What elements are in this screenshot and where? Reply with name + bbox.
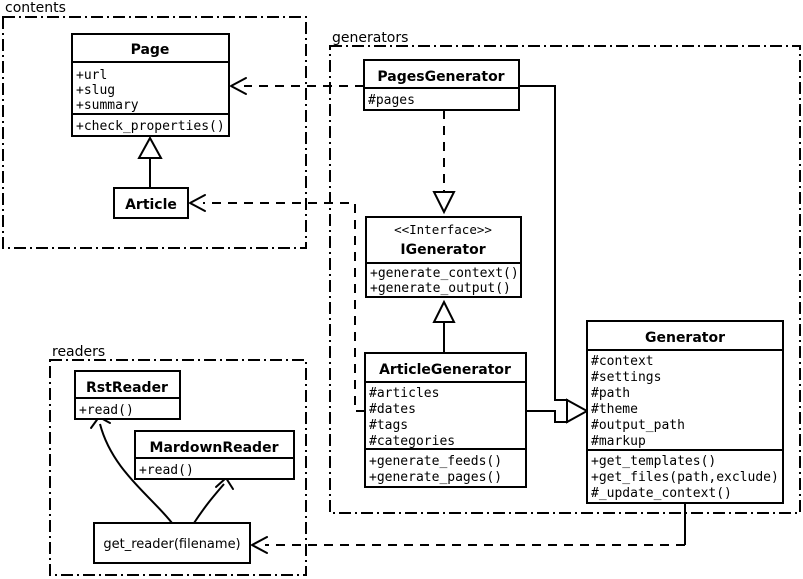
edge-articlegenerator-uses-article (189, 194, 365, 412)
open-arrow-head-icon (251, 536, 268, 554)
edge-article-inherits-page (137, 135, 163, 188)
class-rstreader-title: RstReader (86, 380, 168, 396)
package-contents-label: contents (5, 0, 66, 16)
package-contents-border (2, 16, 307, 249)
edge-articlegenerator-realizes-igenerator (432, 299, 456, 353)
class-articlegenerator-attribute: #tags (369, 418, 408, 433)
class-box-mardownreader[interactable]: MardownReader +read() (134, 430, 295, 480)
package-generators: generators (329, 30, 801, 514)
class-page-frame (71, 33, 230, 137)
class-generator-method: +get_templates() (591, 454, 716, 469)
class-generator-attribute: #theme (591, 402, 638, 417)
hollow-triangle-arrow-icon (566, 398, 590, 424)
class-articlegenerator-attribute: #categories (369, 434, 455, 449)
class-articlegenerator-attribute: #articles (369, 386, 439, 401)
class-mardownreader-method: +read() (139, 463, 194, 478)
class-page-attribute: +url (76, 68, 107, 83)
class-articlegenerator-frame (364, 352, 527, 488)
open-arrow-head-icon (189, 194, 206, 212)
class-pagesgenerator-attribute: #pages (368, 93, 415, 108)
edge-pagesgenerator-realizes-igenerator (432, 110, 456, 215)
package-generators-border (329, 45, 801, 514)
class-articlegenerator-method: +generate_pages() (369, 470, 502, 485)
hollow-triangle-arrow-icon (432, 191, 456, 215)
package-contents: contents (2, 0, 307, 249)
class-articlegenerator-attribute: #dates (369, 402, 416, 417)
class-box-articlegenerator[interactable]: ArticleGenerator #articles #dates #tags … (364, 352, 527, 488)
edge-get-reader-creates-mardownreader (193, 477, 234, 524)
class-box-pagesgenerator[interactable]: PagesGenerator #pages (363, 59, 520, 111)
class-box-article[interactable]: Article (113, 187, 189, 219)
class-box-generator[interactable]: Generator #context #settings #path #them… (586, 320, 784, 504)
class-pagesgenerator-frame (363, 59, 520, 111)
class-box-igenerator[interactable]: <<Interface>> IGenerator +generate_conte… (365, 216, 522, 298)
class-igenerator-method: +generate_output() (370, 281, 511, 296)
edge-pagesgenerator-uses-page (230, 77, 364, 95)
class-rstreader-frame (74, 370, 181, 420)
class-box-page[interactable]: Page +url +slug +summary +check_properti… (71, 33, 230, 137)
hollow-triangle-arrow-icon (432, 299, 456, 323)
class-generator-method: +get_files(path,exclude) (591, 470, 779, 485)
class-articlegenerator-method: +generate_feeds() (369, 454, 502, 469)
edge-generator-uses-get-reader (251, 503, 686, 554)
class-generator-attribute: #output_path (591, 418, 685, 433)
class-box-rstreader[interactable]: RstReader +read() (74, 370, 181, 420)
class-generator-attribute: #settings (591, 370, 661, 385)
package-readers: readers (49, 344, 307, 576)
function-get-reader-label: get_reader(filename) (103, 537, 240, 552)
function-box-get-reader[interactable]: get_reader(filename) (93, 522, 251, 564)
package-readers-label: readers (52, 344, 105, 360)
class-pagesgenerator-title: PagesGenerator (377, 69, 504, 85)
class-generator-title: Generator (645, 330, 725, 346)
class-rstreader-method: +read() (79, 403, 134, 418)
class-article-frame (113, 187, 189, 219)
class-page-title: Page (131, 42, 170, 58)
hollow-triangle-arrow-icon (137, 135, 163, 159)
class-page-attribute: +summary (76, 98, 139, 113)
class-igenerator-stereotype: <<Interface>> (394, 222, 492, 237)
class-igenerator-method: +generate_context() (370, 266, 519, 281)
class-article-title: Article (125, 197, 177, 213)
class-mardownreader-title: MardownReader (150, 440, 279, 456)
package-generators-label: generators (332, 30, 408, 46)
class-generator-method: #_update_context() (591, 486, 732, 501)
package-readers-border (49, 359, 307, 576)
class-igenerator-title: IGenerator (400, 242, 485, 258)
class-articlegenerator-title: ArticleGenerator (379, 362, 511, 378)
class-page-attribute: +slug (76, 83, 115, 98)
class-igenerator-frame (365, 216, 522, 298)
class-generator-attribute: #markup (591, 434, 646, 449)
open-arrow-head-icon (230, 77, 247, 95)
class-mardownreader-frame (134, 430, 295, 480)
class-generator-attribute: #context (591, 354, 654, 369)
class-page-method: +check_properties() (76, 119, 225, 134)
class-generator-frame (586, 320, 784, 504)
edge-articlegenerator-aggregates-generator (526, 398, 590, 424)
function-get-reader-frame (93, 522, 251, 564)
class-generator-attribute: #path (591, 386, 630, 401)
